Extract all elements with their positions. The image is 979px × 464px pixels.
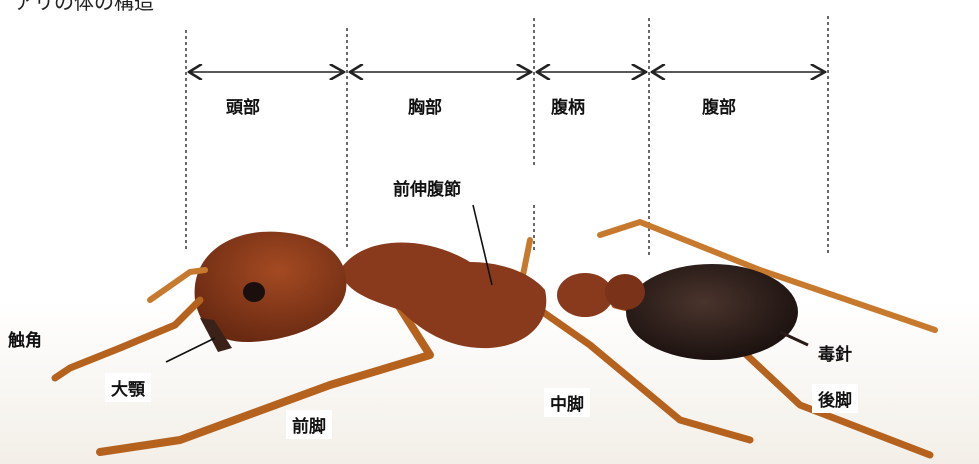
petiole-node xyxy=(557,273,613,317)
label-thorax: 胸部 xyxy=(408,93,442,118)
label-propodeum: 前伸腹節 xyxy=(393,175,461,200)
label-petiole: 腹柄 xyxy=(551,93,585,118)
label-gaster: 腹部 xyxy=(702,93,736,118)
label-antenna: 触角 xyxy=(8,326,42,351)
label-foreleg: 前脚 xyxy=(286,410,332,439)
compound-eye xyxy=(243,282,265,302)
postpetiole-node xyxy=(605,274,645,310)
label-sting: 毒針 xyxy=(818,340,852,365)
diagram-title-fragment: アリの体の構造 xyxy=(14,0,154,15)
label-mandible: 大顎 xyxy=(105,373,151,402)
label-head: 頭部 xyxy=(226,93,260,118)
label-midleg: 中脚 xyxy=(544,388,590,417)
label-hindleg: 後脚 xyxy=(812,384,858,413)
segment-guide-lines xyxy=(186,16,828,255)
gaster-body xyxy=(626,264,798,360)
